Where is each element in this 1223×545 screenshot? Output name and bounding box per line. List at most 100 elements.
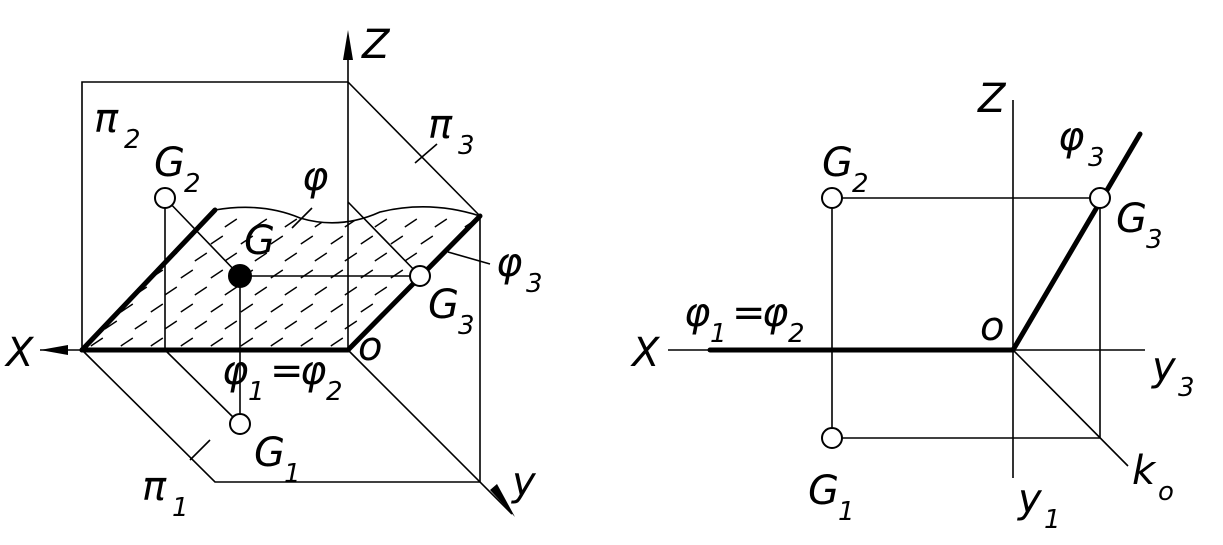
right-label-y3: y <box>1151 344 1177 390</box>
label-pi3: π <box>428 102 453 148</box>
hatch-dash <box>104 218 118 228</box>
label-g3-sub: 3 <box>458 311 475 341</box>
hatch-dash <box>360 235 374 245</box>
right-label-g2: G <box>822 140 853 186</box>
right-label-trace-phi2: φ <box>762 290 788 336</box>
hatch-dash <box>360 303 374 313</box>
right-label-origin: o <box>980 304 1004 350</box>
leader-pi1 <box>189 439 211 461</box>
label-trace-phi2: φ <box>300 348 326 394</box>
right-label-phi3-sub: 3 <box>1088 143 1105 173</box>
label-pi2-sub: 2 <box>124 125 141 155</box>
hatch-dash <box>450 269 464 279</box>
hatch-dash <box>150 337 164 347</box>
hatch-dash <box>254 286 268 296</box>
right-label-g1: G <box>808 468 839 514</box>
hatch-dash <box>164 218 178 228</box>
hatch-dash <box>284 218 298 228</box>
hatch-dash <box>314 252 328 262</box>
hatch-dash <box>90 235 104 245</box>
right-label-trace-phi2-sub: 2 <box>788 319 805 349</box>
label-origin: o <box>358 324 382 370</box>
hatch-dash <box>300 337 314 347</box>
hatch-dash <box>104 320 118 330</box>
right-point-g3 <box>1089 187 1111 209</box>
point-g3 <box>409 265 431 287</box>
label-z: Z <box>361 22 391 68</box>
hatch-dash <box>404 320 418 330</box>
point-g2 <box>154 187 176 209</box>
right-label-y3-sub: 3 <box>1178 373 1195 403</box>
right-label-trace-eq: = <box>732 290 766 336</box>
hatch-dash <box>224 218 238 228</box>
hatch-dash <box>90 269 104 279</box>
label-x: X <box>4 330 35 376</box>
hatch-dash <box>330 337 344 347</box>
hatch-dash <box>284 320 298 330</box>
hatch-dash <box>374 286 388 296</box>
hatch-dash <box>180 337 194 347</box>
leader-pi3 <box>414 143 438 164</box>
label-y: y <box>511 459 537 505</box>
leader-phi <box>291 207 313 229</box>
hatch-dash <box>240 337 254 347</box>
x-arrow-icon <box>40 345 68 355</box>
point-g1 <box>229 413 251 435</box>
hatch-dash <box>240 235 254 245</box>
hatch-dash <box>254 320 268 330</box>
hatch-dash <box>134 320 148 330</box>
hatch-dash <box>150 303 164 313</box>
hatch-dash <box>210 337 224 347</box>
hatch-dash <box>120 303 134 313</box>
hatch-dash <box>134 218 148 228</box>
hatch-dash <box>300 269 314 279</box>
hatch-dash <box>404 218 418 228</box>
hatch-dash <box>120 269 134 279</box>
hatch-dash <box>120 235 134 245</box>
hatch-dash <box>90 337 104 347</box>
hatch-dash <box>420 337 434 347</box>
hatch-dash <box>180 269 194 279</box>
hatch-dash <box>314 320 328 330</box>
right-label-k0-sub: o <box>1158 477 1174 507</box>
hatch-dash <box>194 252 208 262</box>
hatch-dash <box>344 252 358 262</box>
hatch-dash <box>344 320 358 330</box>
hatch-dash <box>134 252 148 262</box>
label-g: G <box>244 218 275 264</box>
hatch-dash <box>270 235 284 245</box>
hatch-dash <box>104 286 118 296</box>
label-phi: φ <box>302 154 328 200</box>
label-trace-phi1: φ <box>222 348 248 394</box>
right-label-phi3: φ <box>1058 114 1084 160</box>
hatch-dash <box>210 235 224 245</box>
label-pi1-sub: 1 <box>172 493 189 523</box>
right-label-y1: y <box>1017 476 1043 522</box>
hatch-dash <box>90 303 104 313</box>
right-trace-phi3 <box>1010 131 1143 353</box>
right-point-g1 <box>821 427 843 449</box>
hatch-dash <box>390 269 404 279</box>
right-figure: Z X y 3 y 1 o k o G 2 G 3 G 1 φ 3 φ 1 = … <box>630 76 1195 535</box>
label-g1-sub: 1 <box>284 459 301 489</box>
hatch-dash <box>300 303 314 313</box>
label-trace-phi2-sub: 2 <box>326 377 343 407</box>
right-label-g3: G <box>1116 196 1147 242</box>
hatch-dash <box>284 286 298 296</box>
y-arrow-icon <box>490 484 515 517</box>
label-phi3: φ <box>496 240 522 286</box>
hatch-dash <box>300 235 314 245</box>
hatch-dash <box>464 286 478 296</box>
point-g <box>228 264 252 288</box>
leader-phi3 <box>447 251 491 265</box>
right-point-g2 <box>821 187 843 209</box>
right-label-g2-sub: 2 <box>852 169 869 199</box>
z-arrow-icon <box>343 30 353 60</box>
hatch-dash <box>210 269 224 279</box>
right-label-trace-phi1: φ <box>684 290 710 336</box>
hatch-dash <box>270 337 284 347</box>
hatch-dash <box>390 235 404 245</box>
hatch-dash <box>180 303 194 313</box>
hatch-dash <box>104 252 118 262</box>
plane-edge-left <box>79 207 218 353</box>
